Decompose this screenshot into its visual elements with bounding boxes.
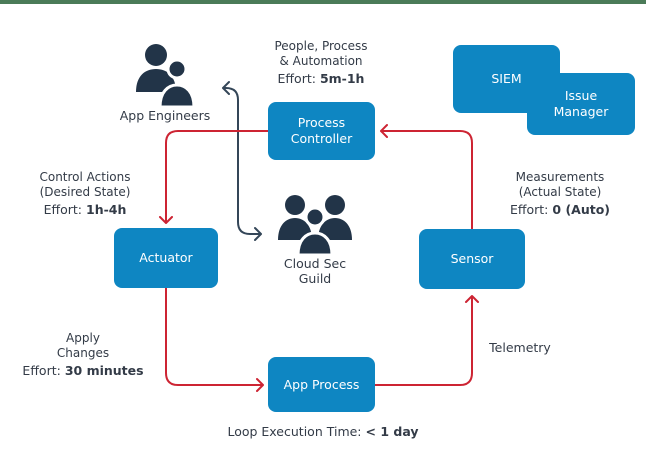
note-people-process-automation: People, Process & Automation Effort: 5m-… [246, 39, 396, 87]
effort-line: Effort: 5m-1h [246, 71, 396, 87]
effort-label: Effort: [22, 363, 61, 378]
note-loop-execution-time: Loop Execution Time: < 1 day [173, 424, 473, 440]
arrow-actuator-to-app-process [165, 288, 264, 392]
note-control-actions: Control Actions (Desired State) Effort: … [15, 170, 155, 218]
node-issue-manager-label: Issue Manager [553, 88, 609, 119]
effort-label: Effort: [277, 71, 316, 86]
note-line: & Automation [279, 53, 363, 68]
note-telemetry: Telemetry [478, 340, 562, 356]
note-line: Measurements [515, 170, 605, 184]
actor-cloud-sec-guild: Cloud Sec Guild [265, 192, 365, 286]
note-line: Apply [66, 331, 100, 345]
note-line: People, Process [274, 39, 368, 53]
loop-time-label: Loop Execution Time: [227, 424, 362, 439]
effort-label: Effort: [509, 202, 549, 217]
note-apply-changes: Apply Changes Effort: 30 minutes [12, 331, 154, 379]
actor-cloud-sec-guild-label: Cloud Sec Guild [283, 256, 347, 286]
people-two-icon [136, 44, 196, 108]
arrow-controller-to-actuator [159, 130, 268, 224]
telemetry-label: Telemetry [489, 340, 551, 355]
node-actuator: Actuator [114, 228, 218, 288]
node-sensor: Sensor [419, 229, 525, 289]
effort-value: 30 minutes [64, 363, 144, 378]
people-three-icon [278, 195, 352, 256]
effort-line: Effort: 30 minutes [12, 363, 154, 379]
note-line: (Actual State) [518, 184, 602, 199]
arrow-engineers-guild [222, 81, 262, 241]
node-app-process: App Process [268, 357, 375, 412]
note-line: Changes [56, 345, 110, 360]
node-process-controller-label: Process Controller [290, 115, 353, 146]
effort-value: 0 (Auto) [552, 202, 611, 217]
note-line: Control Actions [39, 170, 131, 184]
effort-value: 5m-1h [319, 71, 365, 86]
node-process-controller: Process Controller [268, 102, 375, 160]
node-app-process-label: App Process [283, 376, 360, 392]
top-border-bar [0, 0, 646, 4]
arrow-app-process-to-sensor [375, 295, 479, 386]
note-measurements: Measurements (Actual State) Effort: 0 (A… [490, 170, 630, 218]
node-sensor-label: Sensor [450, 251, 494, 266]
node-actuator-label: Actuator [139, 250, 193, 265]
node-siem-label: SIEM [491, 71, 522, 86]
effort-label: Effort: [43, 202, 83, 217]
arrow-sensor-to-controller [380, 124, 473, 229]
loop-time-value: < 1 day [365, 424, 419, 439]
node-issue-manager: Issue Manager [527, 73, 635, 135]
effort-value: 1h-4h [86, 202, 127, 217]
actor-app-engineers: App Engineers [105, 44, 225, 123]
effort-line: Effort: 0 (Auto) [490, 202, 630, 218]
actor-app-engineers-label: App Engineers [119, 108, 211, 123]
effort-line: Effort: 1h-4h [15, 202, 155, 218]
note-line: (Desired State) [39, 184, 131, 199]
